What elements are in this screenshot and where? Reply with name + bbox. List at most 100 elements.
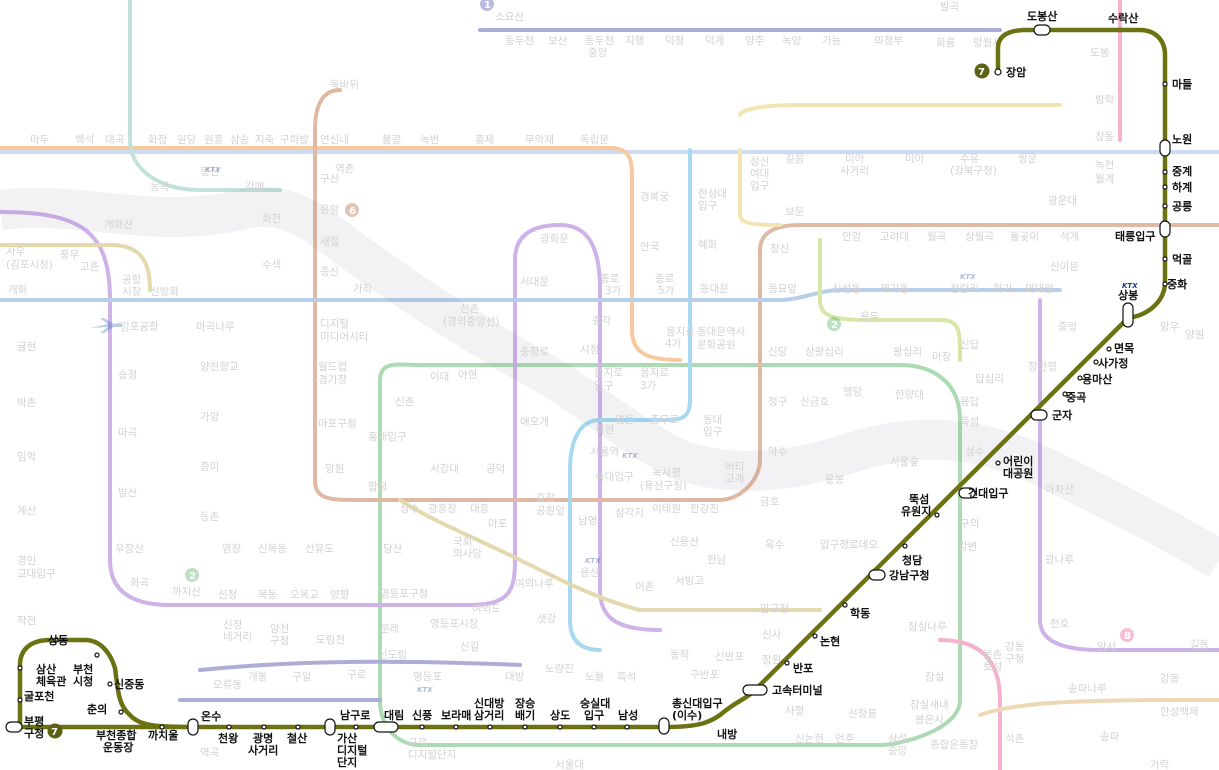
station-label: 신목동 [258,543,287,555]
station-label: 화정 [148,134,167,146]
station-marker-junghwa[interactable] [1162,281,1168,287]
ktx-label: KTX [585,557,601,565]
line-7-badge-bottom: 7 [47,723,63,739]
station-marker-konkuk[interactable] [958,487,976,499]
station-label: 5가 [658,285,675,297]
station-label: 을지로 [640,367,669,379]
station-marker-daerim[interactable] [373,721,399,733]
station-label: 구일 [292,670,311,683]
station-label: 문래 [380,623,399,635]
station-marker-cheongdam[interactable] [902,543,908,549]
station-marker-bucheon-sports[interactable] [118,709,124,715]
station-marker-ttukseom[interactable] [934,512,940,518]
station-marker-samsan[interactable] [17,665,23,671]
station-label: 입구 [594,379,614,392]
line-7[interactable] [17,27,1168,730]
station-marker-gongneung[interactable] [1162,203,1168,209]
station-marker-sinjung[interactable] [107,681,113,687]
station-label-cheongdam: 청담 [902,553,922,567]
station-label-ttukseom-1: 뚝섬 [909,492,929,506]
station-marker-nonhyeon[interactable] [812,633,818,639]
station-marker-express[interactable] [742,684,768,696]
station-label: 압구정로데오 [820,538,878,551]
station-marker-chunui[interactable] [94,652,100,658]
station-label: 신도림 [378,649,407,661]
station-label: 신촌 [395,396,415,408]
station-marker-yongmasan[interactable] [1077,375,1083,381]
station-marker-banpo[interactable] [784,660,790,666]
station-marker-childrens[interactable] [995,460,1001,466]
station-marker-kkachiul[interactable] [159,724,165,730]
station-marker-jangseung[interactable] [522,724,528,730]
station-marker-hagye[interactable] [1162,184,1168,190]
station-label: 디지털 [320,318,349,330]
station-label: 동두천 [505,35,534,47]
background-station-labels: 소요산 동두천 보산 동두천 중앙 지행 덕정 덕계 양주 녹양 가능 의정부 … [6,1,1210,770]
station-label: 송정 [118,369,137,381]
station-label: 성수 [965,446,985,458]
ktx-label: KTX [622,452,638,460]
station-marker-gunja[interactable] [1030,409,1048,421]
station-marker-sinpung[interactable] [419,724,425,730]
station-marker-sangdong[interactable] [53,637,59,643]
ktx-marks: KTX KTX KTX KTX KTX KTX [205,166,1138,694]
station-label: 원당 [177,134,197,146]
station-marker-bupyeong[interactable] [5,721,23,733]
station-label-gangnamgu: 강남구청 [889,568,929,582]
station-label: 성신 [750,156,769,168]
station-label: 임학 [17,450,37,463]
station-label-gasan-2: 디지털 [337,743,367,757]
station-label: 대곡 [105,134,125,146]
station-marker-nowon[interactable] [1159,139,1171,157]
station-marker-sindaebang[interactable] [487,724,493,730]
station-marker-sangdo[interactable] [557,724,563,730]
station-marker-junggye[interactable] [1162,169,1168,175]
station-marker-cheonwang[interactable] [226,724,232,730]
station-label: 구청 [1005,653,1024,665]
station-label: 잠실새내 [910,699,949,711]
station-marker-myeonmok[interactable] [1106,346,1112,352]
station-marker-namseong[interactable] [624,724,630,730]
station-marker-isu[interactable] [658,717,670,735]
station-marker-sangbong[interactable] [1122,302,1134,328]
station-marker-taereung[interactable] [1159,220,1171,238]
station-label: 용산 [580,567,600,579]
station-label: 여의도 [472,603,501,615]
station-label-naebang: 내방 [717,727,737,741]
station-label: 종합운동장 [930,739,979,751]
line-6-badge [345,203,359,217]
station-label: 회현 [595,424,614,436]
station-label: 버티 [725,461,744,473]
station-marker-boramae[interactable] [453,724,459,730]
station-marker-gwangmyeong[interactable] [261,724,267,730]
station-marker-meokgol[interactable] [1162,256,1168,262]
station-marker-namguro[interactable] [353,724,359,730]
line-8-badge [1120,628,1134,642]
station-marker-madeul[interactable] [1162,81,1168,87]
station-marker-hakdong[interactable] [842,602,848,608]
station-label: 교대입구 [17,567,56,580]
line-7-path [17,27,1168,730]
line-2-badge [827,317,841,331]
station-label-gulpocheon: 굴포천 [24,689,54,703]
station-label: 선유도 [305,543,334,555]
station-label: 이태원 [652,503,681,515]
station-marker-gulpocheon[interactable] [17,697,23,703]
station-marker-onsu[interactable] [187,718,199,736]
station-label: 도림천 [316,634,345,646]
station-marker-sagajeong[interactable] [1093,359,1099,365]
station-marker-gangnamgu[interactable] [868,569,886,581]
station-marker-gasan[interactable] [324,718,336,736]
station-label: 미아 [905,153,925,165]
station-marker-soongsil[interactable] [591,724,597,730]
station-label: 새절 [320,235,339,248]
station-marker-jangam[interactable] [994,68,1002,76]
station-marker-dobongsan[interactable] [1033,24,1051,36]
station-marker-junggok[interactable] [1062,391,1068,397]
station-marker-cheolsan[interactable] [295,724,301,730]
line-7-stations[interactable] [5,24,1171,736]
station-label: 광나루 [1045,554,1074,566]
station-label: 마장 [932,351,952,363]
station-label: 종로 [655,273,675,285]
